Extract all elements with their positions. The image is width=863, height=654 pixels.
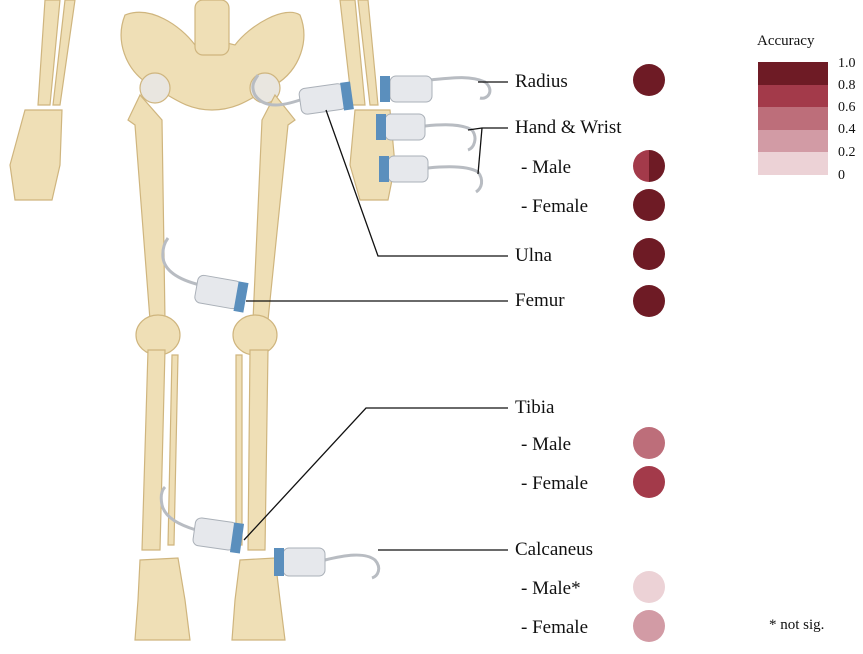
probe-tibia [159, 485, 245, 554]
leader-hand-wrist-2 [477, 127, 483, 175]
probe-radius [380, 75, 492, 103]
label-hand-female: - Female [521, 196, 589, 217]
dot-radius [633, 64, 665, 96]
left-fibula [167, 354, 179, 546]
sacrum [194, 0, 230, 56]
label-calcaneus-female: - Female [521, 617, 589, 638]
right-knee [232, 314, 278, 356]
legend-colorbar [758, 62, 828, 175]
dot-calcaneus-male [633, 571, 665, 603]
dot-calcaneus-female [633, 610, 665, 642]
label-tibia-male: - Male [521, 434, 572, 455]
right-forearm-2 [357, 0, 379, 106]
legend-tick-5: 0 [838, 168, 845, 183]
legend-tick-2: 0.6 [838, 100, 856, 115]
dot-ulna [633, 238, 665, 270]
legend-tick-3: 0.4 [838, 122, 856, 137]
label-ulna: Ulna [515, 245, 552, 266]
left-forearm [37, 0, 61, 106]
legend-tick-1: 0.8 [838, 78, 856, 93]
legend-swatch-3 [758, 129, 828, 153]
dot-hand-male [633, 150, 665, 182]
legend-swatch-0 [758, 62, 828, 85]
leader-ulna [325, 109, 508, 257]
leader-tibia [243, 407, 508, 541]
leader-lines [243, 81, 508, 551]
dot-tibia-male [633, 427, 665, 459]
leader-hand-wrist [467, 127, 508, 131]
right-fibula [235, 354, 243, 546]
right-femur [252, 93, 296, 321]
probe-hand-1 [376, 113, 477, 152]
left-hand [9, 109, 63, 201]
skeleton [9, 0, 396, 641]
probe-calcaneus [274, 547, 381, 580]
dot-femur [633, 285, 665, 317]
footnote: * not sig. [769, 617, 825, 633]
probe-hand-2 [379, 155, 484, 194]
legend-swatch-1 [758, 84, 828, 108]
ultrasound-probes [159, 74, 492, 580]
label-calcaneus-male: - Male* [521, 578, 581, 599]
label-calcaneus: Calcaneus [515, 539, 594, 560]
left-foot [134, 557, 191, 641]
dot-tibia-female [633, 466, 665, 498]
legend-title: Accuracy [757, 33, 815, 49]
label-radius: Radius [515, 71, 568, 92]
left-knee [135, 314, 181, 356]
probe-femur [161, 237, 249, 313]
dot-hand-female [633, 189, 665, 221]
label-hand-male: - Male [521, 157, 572, 178]
legend-tick-0: 1.0 [838, 56, 856, 71]
left-femur [127, 93, 166, 321]
left-forearm-2 [52, 0, 76, 106]
label-hand-wrist: Hand & Wrist [515, 117, 622, 138]
probe-ulna [251, 74, 354, 115]
label-femur: Femur [515, 290, 565, 311]
right-tibia [247, 349, 269, 551]
legend-swatch-2 [758, 107, 828, 130]
label-tibia: Tibia [515, 397, 555, 418]
left-hip-joint [139, 72, 171, 104]
right-forearm [339, 0, 366, 106]
label-tibia-female: - Female [521, 473, 589, 494]
legend-tick-4: 0.2 [838, 145, 856, 160]
left-tibia [141, 349, 166, 551]
legend-swatch-4 [758, 152, 828, 175]
